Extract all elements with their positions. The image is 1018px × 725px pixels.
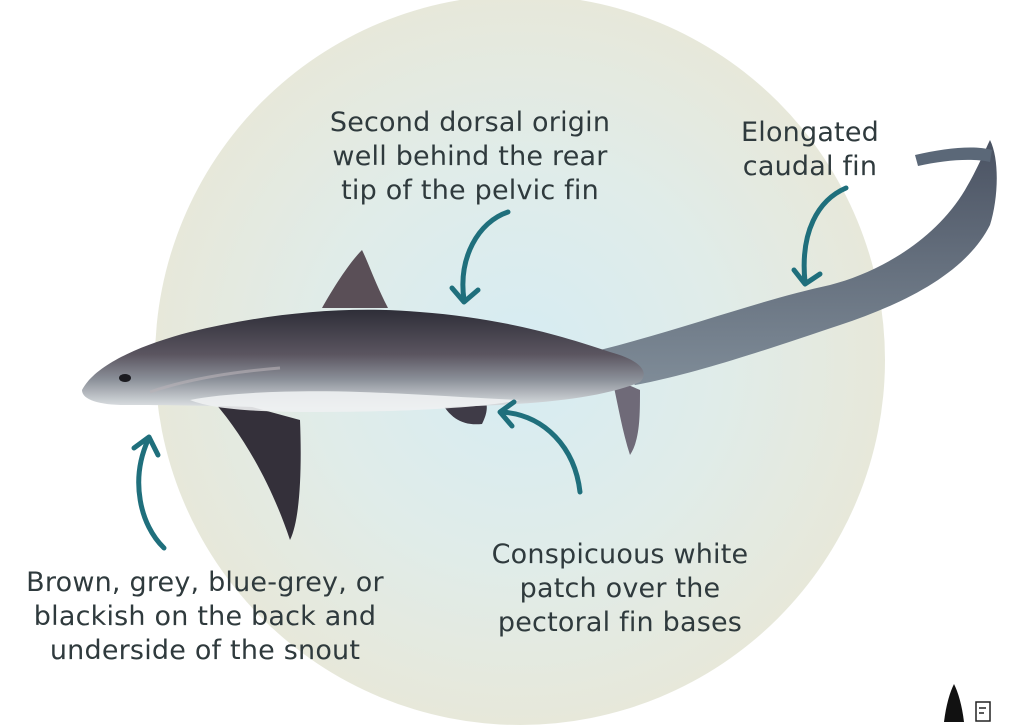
eye-icon bbox=[119, 374, 131, 382]
label-white-patch: Conspicuous white patch over the pectora… bbox=[440, 538, 800, 640]
label-second-dorsal: Second dorsal origin well behind the rea… bbox=[280, 106, 660, 208]
arrow-icon bbox=[139, 440, 164, 548]
logo-icon bbox=[944, 684, 990, 722]
label-colouration: Brown, grey, blue-grey, or blackish on t… bbox=[0, 566, 410, 668]
label-caudal-fin: Elongated caudal fin bbox=[700, 116, 920, 184]
